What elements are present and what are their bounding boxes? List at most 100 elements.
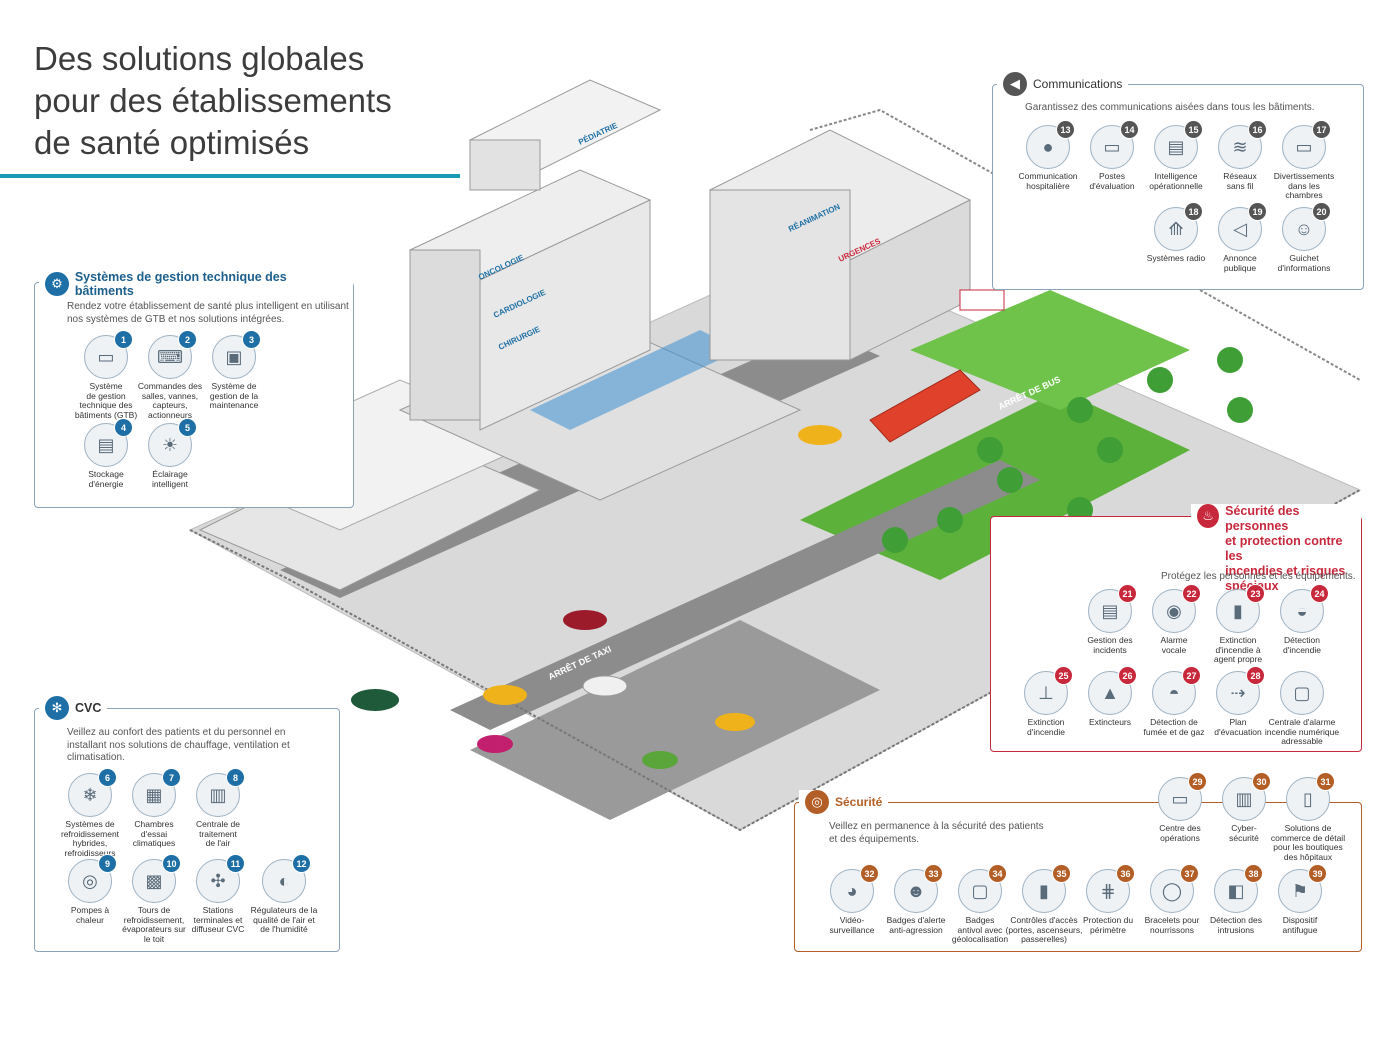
wander-icon: ⚑39	[1278, 864, 1327, 913]
display-icon: ▭1	[84, 330, 133, 379]
building-center-base	[398, 319, 802, 501]
label-chirurgie: CHIRURGIE	[497, 324, 542, 351]
analytics-icon: ▤15	[1154, 120, 1203, 169]
server-icon: ▥30	[1222, 772, 1271, 821]
item-label: Dispositif antifugue	[1282, 915, 1318, 935]
item-label: Tours de refroidissement, évaporateurs s…	[122, 905, 186, 944]
fingerprint-icon: ◎	[805, 790, 829, 814]
incident-icon: ▤21	[1088, 584, 1137, 633]
pump-icon: ◎9	[68, 854, 117, 903]
bus	[869, 369, 981, 443]
item-label: Plan d'évacuation	[1214, 717, 1262, 737]
camera-icon: ◕32	[830, 864, 879, 913]
chiller-icon: ❄6	[68, 768, 117, 817]
badge-locate-icon: ▢34	[958, 864, 1007, 913]
item-number-badge: 32	[860, 864, 879, 883]
badge-alert-icon: ☻33	[894, 864, 943, 913]
workstation-icon: ▭14	[1090, 120, 1139, 169]
diffuser-icon: ✣11	[196, 854, 245, 903]
car-red	[563, 610, 607, 630]
label-pediatrie: PÉDIATRIE	[577, 121, 620, 147]
gtb-title: Systèmes de gestion technique des bâtime…	[74, 270, 287, 298]
car-green-2	[642, 751, 678, 769]
smoke-detector-icon: ◒24	[1280, 584, 1329, 633]
item-number-badge: 9	[98, 854, 117, 873]
item-label: Cyber- sécurité	[1229, 823, 1259, 843]
sprinkler-icon: ⊥25	[1024, 666, 1073, 715]
safety-panel-header: ♨ Sécurité des personnes et protection c…	[1191, 504, 1361, 594]
item-label: Détection d'incendie	[1282, 635, 1321, 655]
bracelet-icon: ◯37	[1150, 864, 1199, 913]
label-arret-bus: ARRÊT DE BUS	[996, 373, 1062, 412]
fire-panel-icon: ▢	[1280, 671, 1324, 715]
item-number-badge: 13	[1056, 120, 1075, 139]
building-right	[708, 129, 972, 261]
tv-icon: ▭17	[1282, 120, 1331, 169]
label-urgences: URGENCES	[837, 236, 882, 264]
label-cardiologie: CARDIOLOGIE	[492, 288, 548, 320]
safety-panel: ♨ Sécurité des personnes et protection c…	[990, 504, 1362, 752]
item-label: Stockage d'énergie	[88, 469, 124, 489]
item-label: Postes d'évaluation	[1089, 171, 1135, 191]
item-number-badge: 36	[1116, 864, 1135, 883]
building-pediatrie	[468, 79, 662, 171]
car-green	[351, 689, 399, 711]
item-label: Badges d'alerte anti-agression	[886, 915, 946, 935]
kiosk-icon: ☺20	[1282, 202, 1331, 251]
item-number-badge: 38	[1244, 864, 1263, 883]
wifi-icon: ≋16	[1218, 120, 1267, 169]
item-number-badge: 35	[1052, 864, 1071, 883]
item-label: Divertissements dans les chambres	[1273, 171, 1335, 200]
car-white	[582, 675, 628, 697]
monitor-icon: ▣3	[212, 330, 261, 379]
item-number-badge: 22	[1182, 584, 1201, 603]
item-number-badge: 25	[1054, 666, 1073, 685]
item-number-badge: 7	[162, 768, 181, 787]
item-number-badge: 21	[1118, 584, 1137, 603]
page-title: Des solutions globales pour des établiss…	[34, 40, 392, 161]
item-number-badge: 14	[1120, 120, 1139, 139]
item-number-badge: 18	[1184, 202, 1203, 221]
item-number-badge: 16	[1248, 120, 1267, 139]
item-label: Détection des intrusions	[1210, 915, 1262, 935]
gtb-panel-header: ⚙ Systèmes de gestion technique des bâti…	[39, 270, 353, 298]
gear-icon: ⚙	[45, 272, 69, 296]
security-panel: ◎ Sécurité Veillez en permanence à la sé…	[794, 772, 1362, 952]
megaphone-icon: ◀	[1003, 72, 1027, 96]
item-label: Vidéo- surveillance	[829, 915, 875, 935]
laptop-icon: ⌨2	[148, 330, 197, 379]
security-panel-header: ◎ Sécurité	[799, 790, 889, 814]
access-control-icon: ▮35	[1022, 864, 1071, 913]
comm-title: Communications	[1033, 77, 1123, 91]
road	[280, 330, 880, 598]
car-taxi	[798, 425, 842, 445]
label-arret-taxi: ARRÊT DE TAXI	[546, 643, 613, 682]
building-center-blue	[530, 330, 740, 430]
road-lower	[450, 460, 1040, 730]
item-number-badge: 37	[1180, 864, 1199, 883]
comm-desc: Garantissez des communications aisées da…	[1025, 102, 1315, 113]
item-label: Stations terminales et diffuseur CVC	[191, 905, 245, 934]
item-number-badge: 29	[1188, 772, 1207, 791]
label-oncologie: ONCOLOGIE	[477, 253, 526, 282]
building-tower-front	[409, 249, 481, 421]
item-label: Contrôles d'accès (portes, ascenseurs, p…	[1005, 915, 1083, 944]
car-magenta	[477, 735, 513, 753]
radio-tower-icon: ⟰18	[1154, 202, 1203, 251]
